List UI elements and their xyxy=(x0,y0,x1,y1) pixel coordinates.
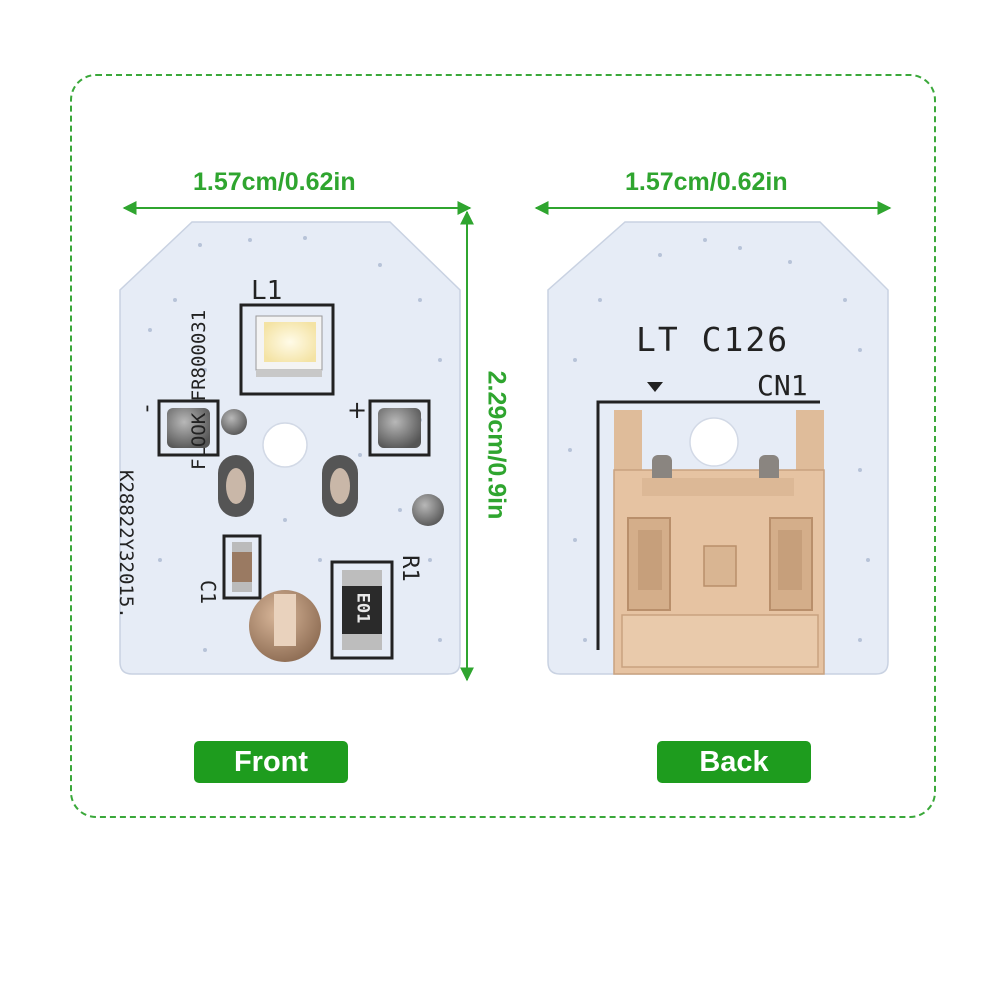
front-part-number-line1: FLOOK FR800031 xyxy=(188,309,210,470)
back-model-label: LT C126 xyxy=(636,320,790,359)
front-resistor-code: E01 xyxy=(352,592,373,624)
front-minus-label: - xyxy=(135,404,161,413)
front-badge: Front xyxy=(194,741,348,783)
front-pcb xyxy=(119,221,461,675)
front-r1-label: R1 xyxy=(396,555,422,582)
height-label: 2.29cm/0.9in xyxy=(482,370,511,520)
front-part-number-line2: K28822Y32015. xyxy=(115,470,137,619)
front-plus-label: + xyxy=(347,396,368,424)
back-pcb xyxy=(547,221,889,675)
back-width-label: 1.57cm/0.62in xyxy=(625,168,788,196)
front-width-label: 1.57cm/0.62in xyxy=(193,168,356,196)
back-connector-label: CN1 xyxy=(757,369,808,402)
product-frame xyxy=(70,74,936,818)
back-badge: Back xyxy=(657,741,811,783)
front-l1-label: L1 xyxy=(251,276,283,306)
front-c1-label: C1 xyxy=(196,579,221,605)
